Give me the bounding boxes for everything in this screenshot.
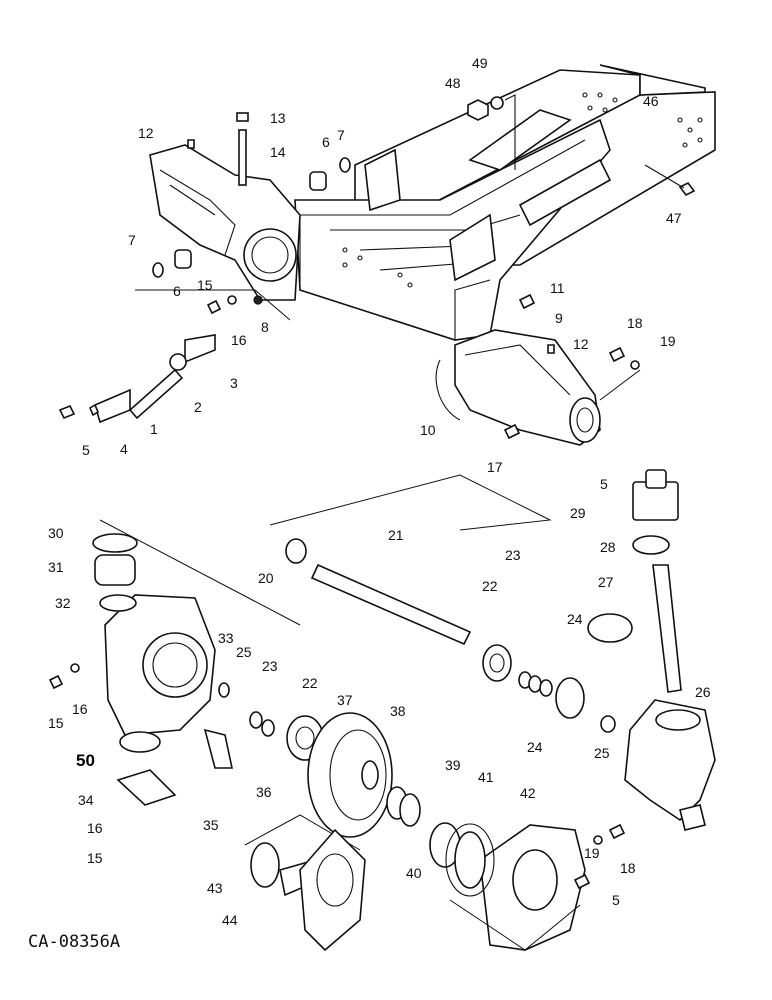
callout-c5b: 5 xyxy=(600,476,608,492)
callout-c6b: 6 xyxy=(173,283,181,299)
callout-c22a: 22 xyxy=(482,578,498,594)
callout-c23a: 23 xyxy=(505,547,521,563)
callout-c1: 1 xyxy=(150,421,158,437)
callout-c29: 29 xyxy=(570,505,586,521)
callout-c36: 36 xyxy=(256,784,272,800)
callout-c27: 27 xyxy=(598,574,614,590)
callout-c15a: 15 xyxy=(197,277,213,293)
callout-c32: 32 xyxy=(55,595,71,611)
callout-c49: 49 xyxy=(472,55,488,71)
callout-c6a: 6 xyxy=(322,134,330,150)
left-axle-housing xyxy=(135,112,351,321)
callout-c22b: 22 xyxy=(302,675,318,691)
callout-c39: 39 xyxy=(445,757,461,773)
callout-c41: 41 xyxy=(478,769,494,785)
callout-c20: 20 xyxy=(258,570,274,586)
callout-c37: 37 xyxy=(337,692,353,708)
callout-c35: 35 xyxy=(203,817,219,833)
callout-c46: 46 xyxy=(643,93,659,109)
callout-c19b: 19 xyxy=(584,845,600,861)
callout-c9: 9 xyxy=(555,310,563,326)
callout-c19a: 19 xyxy=(660,333,676,349)
drawing-code: CA-08356A xyxy=(28,932,120,952)
callout-c40: 40 xyxy=(406,865,422,881)
left-hub xyxy=(244,814,366,952)
callout-c16c: 16 xyxy=(87,820,103,836)
right-axle-housing xyxy=(435,293,641,446)
steering-shaft-group xyxy=(58,334,216,424)
callout-c12b: 12 xyxy=(573,336,589,352)
callout-c17: 17 xyxy=(487,459,503,475)
ring-gear xyxy=(307,712,421,838)
right-gear-case xyxy=(555,469,716,831)
callout-c24a: 24 xyxy=(567,611,583,627)
callout-c25b: 25 xyxy=(594,745,610,761)
callout-c38: 38 xyxy=(390,703,406,719)
callout-c48: 48 xyxy=(445,75,461,91)
callout-c24b: 24 xyxy=(527,739,543,755)
frame-assembly xyxy=(294,64,716,341)
callout-c21: 21 xyxy=(388,527,404,543)
callout-c50: 50 xyxy=(76,751,95,770)
callout-c16b: 16 xyxy=(72,701,88,717)
callout-c11: 11 xyxy=(550,280,565,296)
callout-c14: 14 xyxy=(270,144,286,160)
callout-c42: 42 xyxy=(520,785,536,801)
callout-c3: 3 xyxy=(230,375,238,391)
callout-c13: 13 xyxy=(270,110,286,126)
callout-c18b: 18 xyxy=(620,860,636,876)
callout-c15c: 15 xyxy=(87,850,103,866)
callout-c10: 10 xyxy=(420,422,436,438)
callout-c18a: 18 xyxy=(627,315,643,331)
callout-c5a: 5 xyxy=(82,442,90,458)
callout-c30: 30 xyxy=(48,525,64,541)
callout-c44: 44 xyxy=(222,912,238,928)
right-end-housing xyxy=(429,822,626,951)
callout-c5c: 5 xyxy=(612,892,620,908)
callout-c12a: 12 xyxy=(138,125,154,141)
callout-c31: 31 xyxy=(48,559,64,575)
callout-c33: 33 xyxy=(218,630,234,646)
callout-c43: 43 xyxy=(207,880,223,896)
callout-c28: 28 xyxy=(600,539,616,555)
callout-c25a: 25 xyxy=(236,644,252,660)
callout-c34: 34 xyxy=(78,792,94,808)
callout-c7a: 7 xyxy=(337,127,345,143)
left-gear-case xyxy=(48,519,324,806)
callout-c8: 8 xyxy=(261,319,269,335)
callout-c16a: 16 xyxy=(231,332,247,348)
callout-c2: 2 xyxy=(194,399,202,415)
callout-c26: 26 xyxy=(695,684,711,700)
callout-labels: 49 48 46 47 13 14 12 6 7 7 6 15 16 8 3 2… xyxy=(48,55,711,928)
callout-c7b: 7 xyxy=(128,232,136,248)
callout-c4: 4 xyxy=(120,441,128,457)
callout-c15b: 15 xyxy=(48,715,64,731)
callout-c23b: 23 xyxy=(262,658,278,674)
callout-c47: 47 xyxy=(666,210,682,226)
axle-shaft-group xyxy=(269,474,553,697)
